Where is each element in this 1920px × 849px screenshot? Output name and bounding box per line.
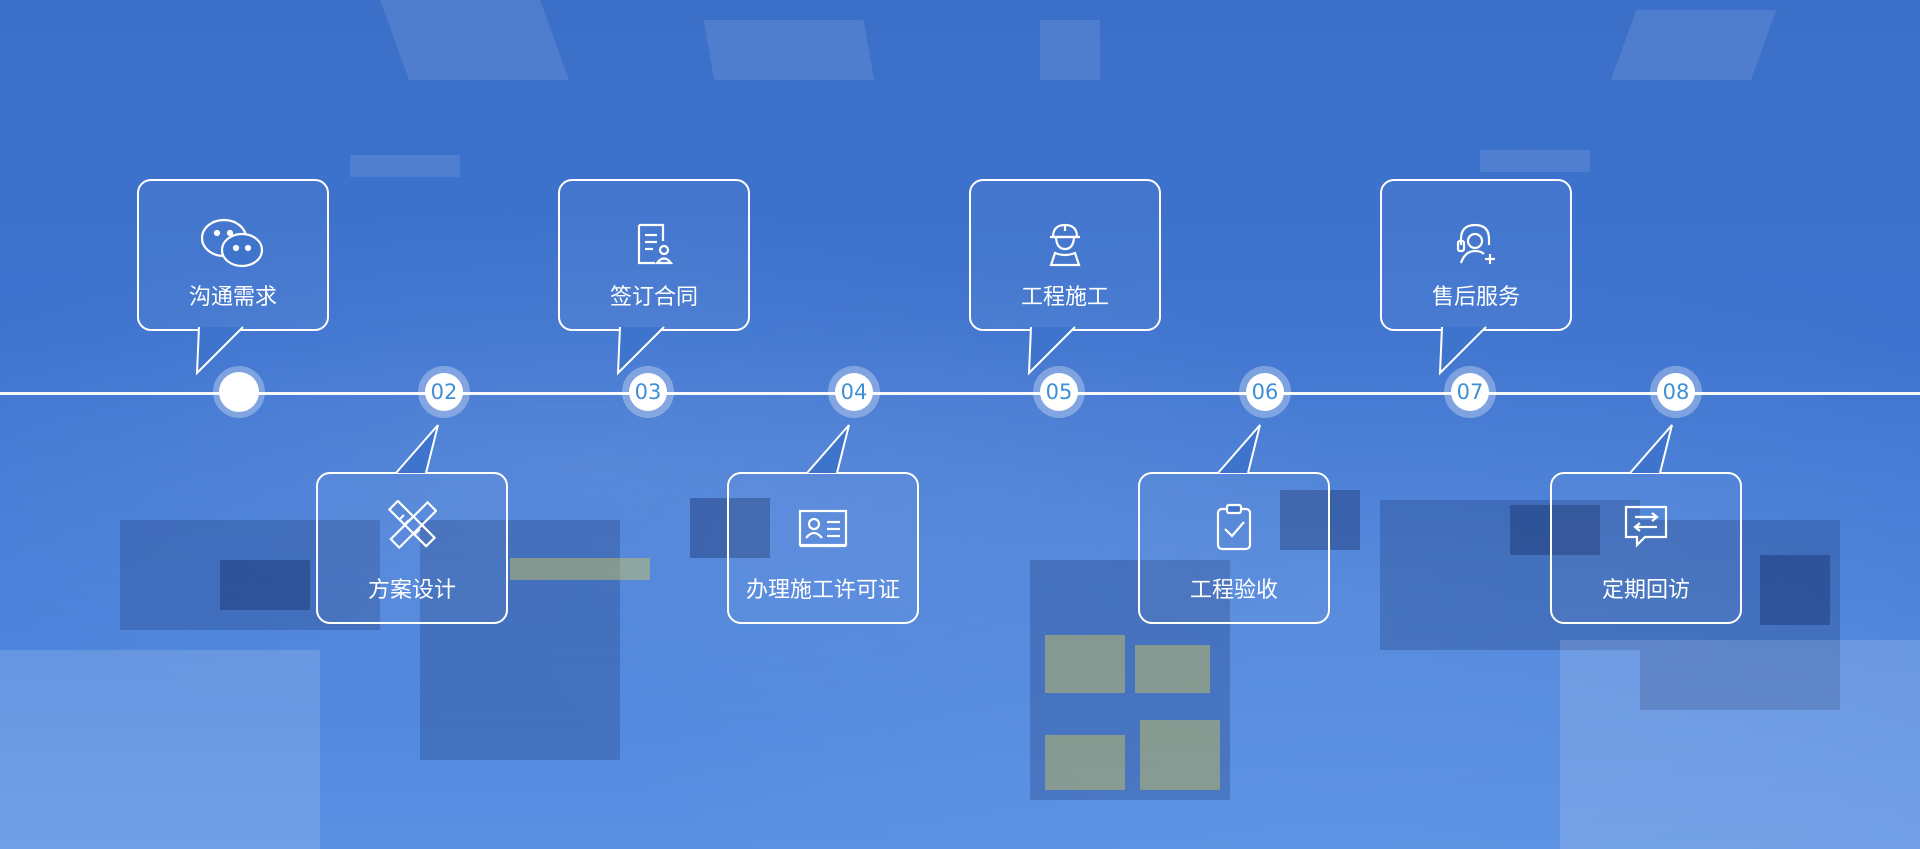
- callout-tail: [395, 424, 439, 474]
- message-exchange-icon: [1610, 498, 1682, 556]
- step-card-1[interactable]: 沟通需求: [137, 179, 329, 376]
- timeline-node-number: 05: [1040, 373, 1078, 411]
- timeline-node-number: [219, 372, 259, 412]
- step-label: 售后服务: [1431, 285, 1520, 310]
- worker-helmet-icon: [1029, 215, 1101, 273]
- callout-tail: [195, 326, 244, 376]
- timeline-node-number: 07: [1451, 373, 1489, 411]
- pencil-ruler-icon: [376, 496, 448, 554]
- timeline-node-4[interactable]: 04: [828, 366, 880, 418]
- timeline-node-1[interactable]: [213, 366, 265, 418]
- step-card-7[interactable]: 售后服务: [1380, 179, 1572, 376]
- step-card-4[interactable]: 办理施工许可证: [727, 424, 919, 624]
- callout-box: [316, 472, 508, 624]
- timeline-node-7[interactable]: 07: [1444, 366, 1496, 418]
- step-label: 签订合同: [609, 285, 698, 310]
- id-card-icon: [787, 500, 859, 558]
- step-label: 工程施工: [1020, 285, 1109, 310]
- step-card-5[interactable]: 工程施工: [969, 179, 1161, 376]
- callout-tail: [1027, 326, 1076, 376]
- timeline-node-8[interactable]: 08: [1650, 366, 1702, 418]
- clipboard-check-icon: [1198, 498, 1270, 556]
- step-label: 工程验收: [1189, 578, 1278, 603]
- step-label: 沟通需求: [188, 285, 277, 310]
- callout-tail: [1438, 326, 1487, 376]
- callout-box: [1550, 472, 1742, 624]
- step-label: 方案设计: [367, 578, 456, 603]
- callout-box: [558, 179, 750, 331]
- callout-tail: [806, 424, 850, 474]
- contract-sign-icon: [618, 215, 690, 273]
- step-label: 办理施工许可证: [745, 578, 900, 603]
- timeline-node-number: 04: [835, 373, 873, 411]
- wechat-chat-icon: [197, 215, 269, 273]
- step-card-6[interactable]: 工程验收: [1138, 424, 1330, 624]
- step-card-3[interactable]: 签订合同: [558, 179, 750, 376]
- timeline-node-2[interactable]: 02: [418, 366, 470, 418]
- timeline-node-3[interactable]: 03: [622, 366, 674, 418]
- timeline-node-5[interactable]: 05: [1033, 366, 1085, 418]
- callout-tail: [1217, 424, 1261, 474]
- step-card-2[interactable]: 方案设计: [316, 424, 508, 624]
- timeline-node-number: 03: [629, 373, 667, 411]
- callout-tail: [1629, 424, 1673, 474]
- step-card-8[interactable]: 定期回访: [1550, 424, 1742, 624]
- timeline-node-number: 08: [1657, 373, 1695, 411]
- timeline-line: [0, 392, 1920, 395]
- timeline-node-number: 02: [425, 373, 463, 411]
- support-headset-icon: [1440, 215, 1512, 273]
- callout-tail: [616, 326, 665, 376]
- step-label: 定期回访: [1601, 578, 1690, 603]
- timeline-node-number: 06: [1246, 373, 1284, 411]
- timeline-node-6[interactable]: 06: [1239, 366, 1291, 418]
